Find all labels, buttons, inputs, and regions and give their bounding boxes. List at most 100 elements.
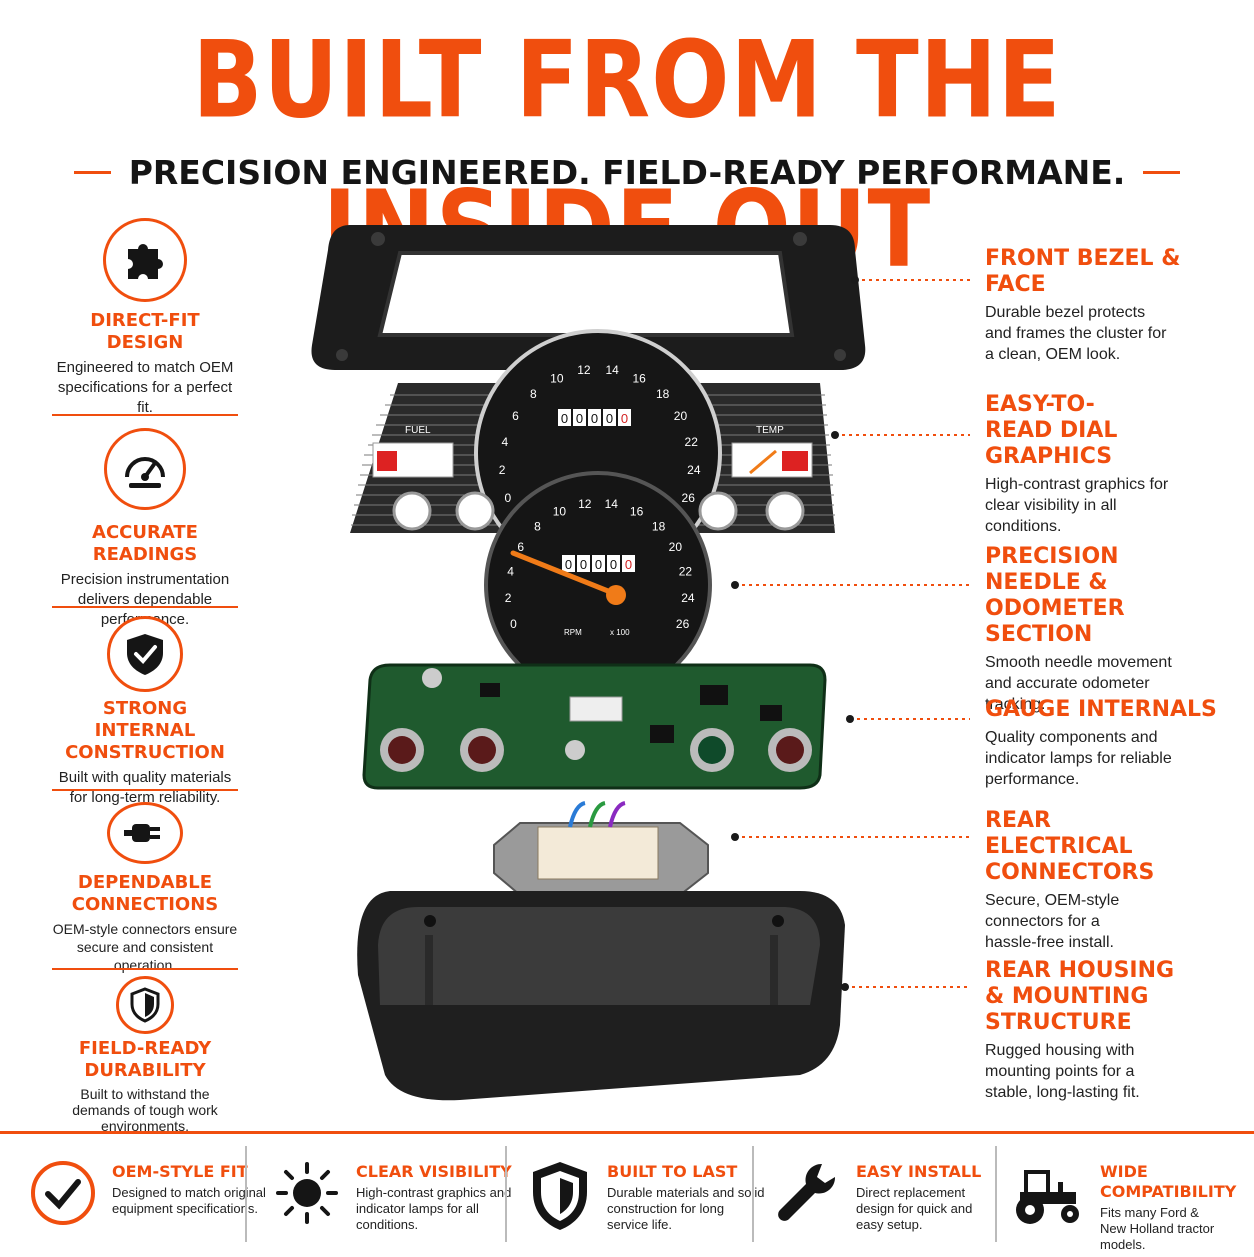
feature-desc: Fits many Ford & New Holland tractor mod… [1100,1205,1215,1252]
plug-icon [107,802,183,864]
feature-title: BUILT TO LAST [607,1162,738,1181]
feature-desc: Secure, OEM-style connectors for a hassl… [985,892,1120,951]
feature-desc: High-contrast graphics for clear visibil… [985,476,1169,535]
odometer-digit: 0 [625,557,632,572]
callout-dot [731,833,739,841]
rear-connector [493,801,709,896]
dial-tick-label: 6 [517,540,524,554]
bottom-divider [752,1146,754,1242]
feature-desc: High-contrast graphics and indicator lam… [356,1185,512,1232]
dial-tick-label: 4 [501,435,508,449]
feature-title: REAR ELECTRICAL CONNECTORS [985,808,1155,885]
dial-tick-label: 26 [676,617,690,631]
odometer-digit-box [562,555,575,572]
odometer-digit-box [592,555,605,572]
left-divider [52,968,238,970]
odometer-digit-box [622,555,635,572]
tractor-icon [1008,1158,1092,1232]
dial-tick-label: 2 [499,463,506,477]
left-divider [52,789,238,791]
left-divider [52,606,238,608]
dial-tick-label: 10 [550,371,564,385]
dial-tick-label: 0 [510,617,517,631]
feature-title: CLEAR VISIBILITY [356,1162,512,1181]
feature-desc: Quality components and indicator lamps f… [985,729,1172,788]
callout-dot [831,431,839,439]
dial-tick-label: 24 [687,463,701,477]
subtitle-row: PRECISION ENGINEERED. FIELD-READY PERFOR… [74,148,1180,196]
left-feature-field-ready: FIELD-READY DURABILITY Built to withstan… [50,976,240,1134]
dial-tick-label: 8 [530,387,537,401]
dial-tick-label: 26 [682,491,696,505]
fuel-label: FUEL [405,425,431,436]
dial-tick-label: 4 [507,564,514,578]
dial-tick-label: 12 [578,497,592,511]
check-circle-icon [28,1158,102,1232]
dial-tick-label: 22 [679,564,693,578]
bottom-divider [505,1146,507,1242]
odometer-digit-box [607,555,620,572]
left-feature-direct-fit: DIRECT-FIT DESIGN Engineered to match OE… [50,218,240,418]
feature-desc: Engineered to match OEM specifications f… [56,359,234,416]
odometer-digit: 0 [561,411,568,426]
shield-icon [525,1158,599,1232]
feature-title: DIRECT-FIT DESIGN [90,310,200,353]
right-feature-rear-connectors: REAR ELECTRICAL CONNECTORS Secure, OEM-s… [985,808,1235,953]
odometer-digit-box [618,409,631,426]
dial-tick-label: 0 [504,491,511,505]
callout-dot [841,983,849,991]
temp-label: TEMP [756,425,784,436]
dial-tick-label: 18 [656,387,670,401]
feature-title: OEM-STYLE FIT [112,1162,248,1181]
bottom-divider [245,1146,247,1242]
odometer-digit: 0 [580,557,587,572]
feature-title: DEPENDABLE CONNECTIONS [71,872,219,915]
multiplier-label: x 100 [610,628,630,637]
dial-tick-label: 2 [505,591,512,605]
left-feature-strong-construction: STRONG INTERNAL CONSTRUCTION Built with … [50,616,240,808]
odometer-digit: 0 [606,411,613,426]
dial-tick-label: 24 [681,591,695,605]
dial-tick-label: 10 [553,505,567,519]
feature-title: REAR HOUSING & MOUNTING STRUCTURE [985,958,1175,1035]
dial-tick-label: 12 [577,363,591,377]
left-divider [52,414,238,416]
dial-tick-label: 18 [652,519,666,533]
odometer-digit-box [588,409,601,426]
feature-desc: Built to withstand the demands of tough … [72,1086,218,1134]
shield-check-icon [107,616,183,692]
dial-tick-label: 16 [632,371,646,385]
page-subtitle: PRECISION ENGINEERED. FIELD-READY PERFOR… [128,152,1126,192]
left-feature-dependable-connections: DEPENDABLE CONNECTIONS OEM-style connect… [50,802,240,974]
feature-title: PRECISION NEEDLE & ODOMETER SECTION [985,544,1125,647]
dial-tick-label: 14 [605,497,619,511]
feature-title: ACCURATE READINGS [92,522,198,565]
feature-title: EASY-TO-READ DIAL GRAPHICS [985,392,1118,469]
feature-title: FIELD-READY DURABILITY [78,1038,212,1081]
feature-desc: Smooth needle movement and accurate odom… [985,654,1172,713]
needle [510,550,616,596]
feature-title: STRONG INTERNAL CONSTRUCTION [65,698,225,763]
right-feature-gauge-internals: GAUGE INTERNALS Quality components and i… [985,697,1235,790]
callout-dot [846,715,854,723]
dial-tick-label: 20 [669,540,683,554]
feature-desc: Direct replacement design for quick and … [856,1185,973,1232]
left-feature-accurate-readings: ACCURATE READINGS Precision instrumentat… [50,428,240,630]
feature-title: FRONT BEZEL & FACE [985,246,1181,297]
dial-tick-label: 8 [534,519,541,533]
bottom-feature-text: BUILT TO LAST Durable materials and soli… [607,1162,767,1233]
subtitle-rule-left [74,170,111,174]
odometer-digit: 0 [621,411,628,426]
dial-tick-label: 16 [630,505,644,519]
odometer-digit: 0 [591,411,598,426]
right-feature-rear-housing: REAR HOUSING & MOUNTING STRUCTURE Rugged… [985,958,1235,1103]
shield-icon [116,976,174,1034]
wrench-icon [772,1158,846,1232]
rear-housing [357,891,845,1101]
odometer-digit: 0 [576,411,583,426]
rpm-label: RPM [564,628,582,637]
